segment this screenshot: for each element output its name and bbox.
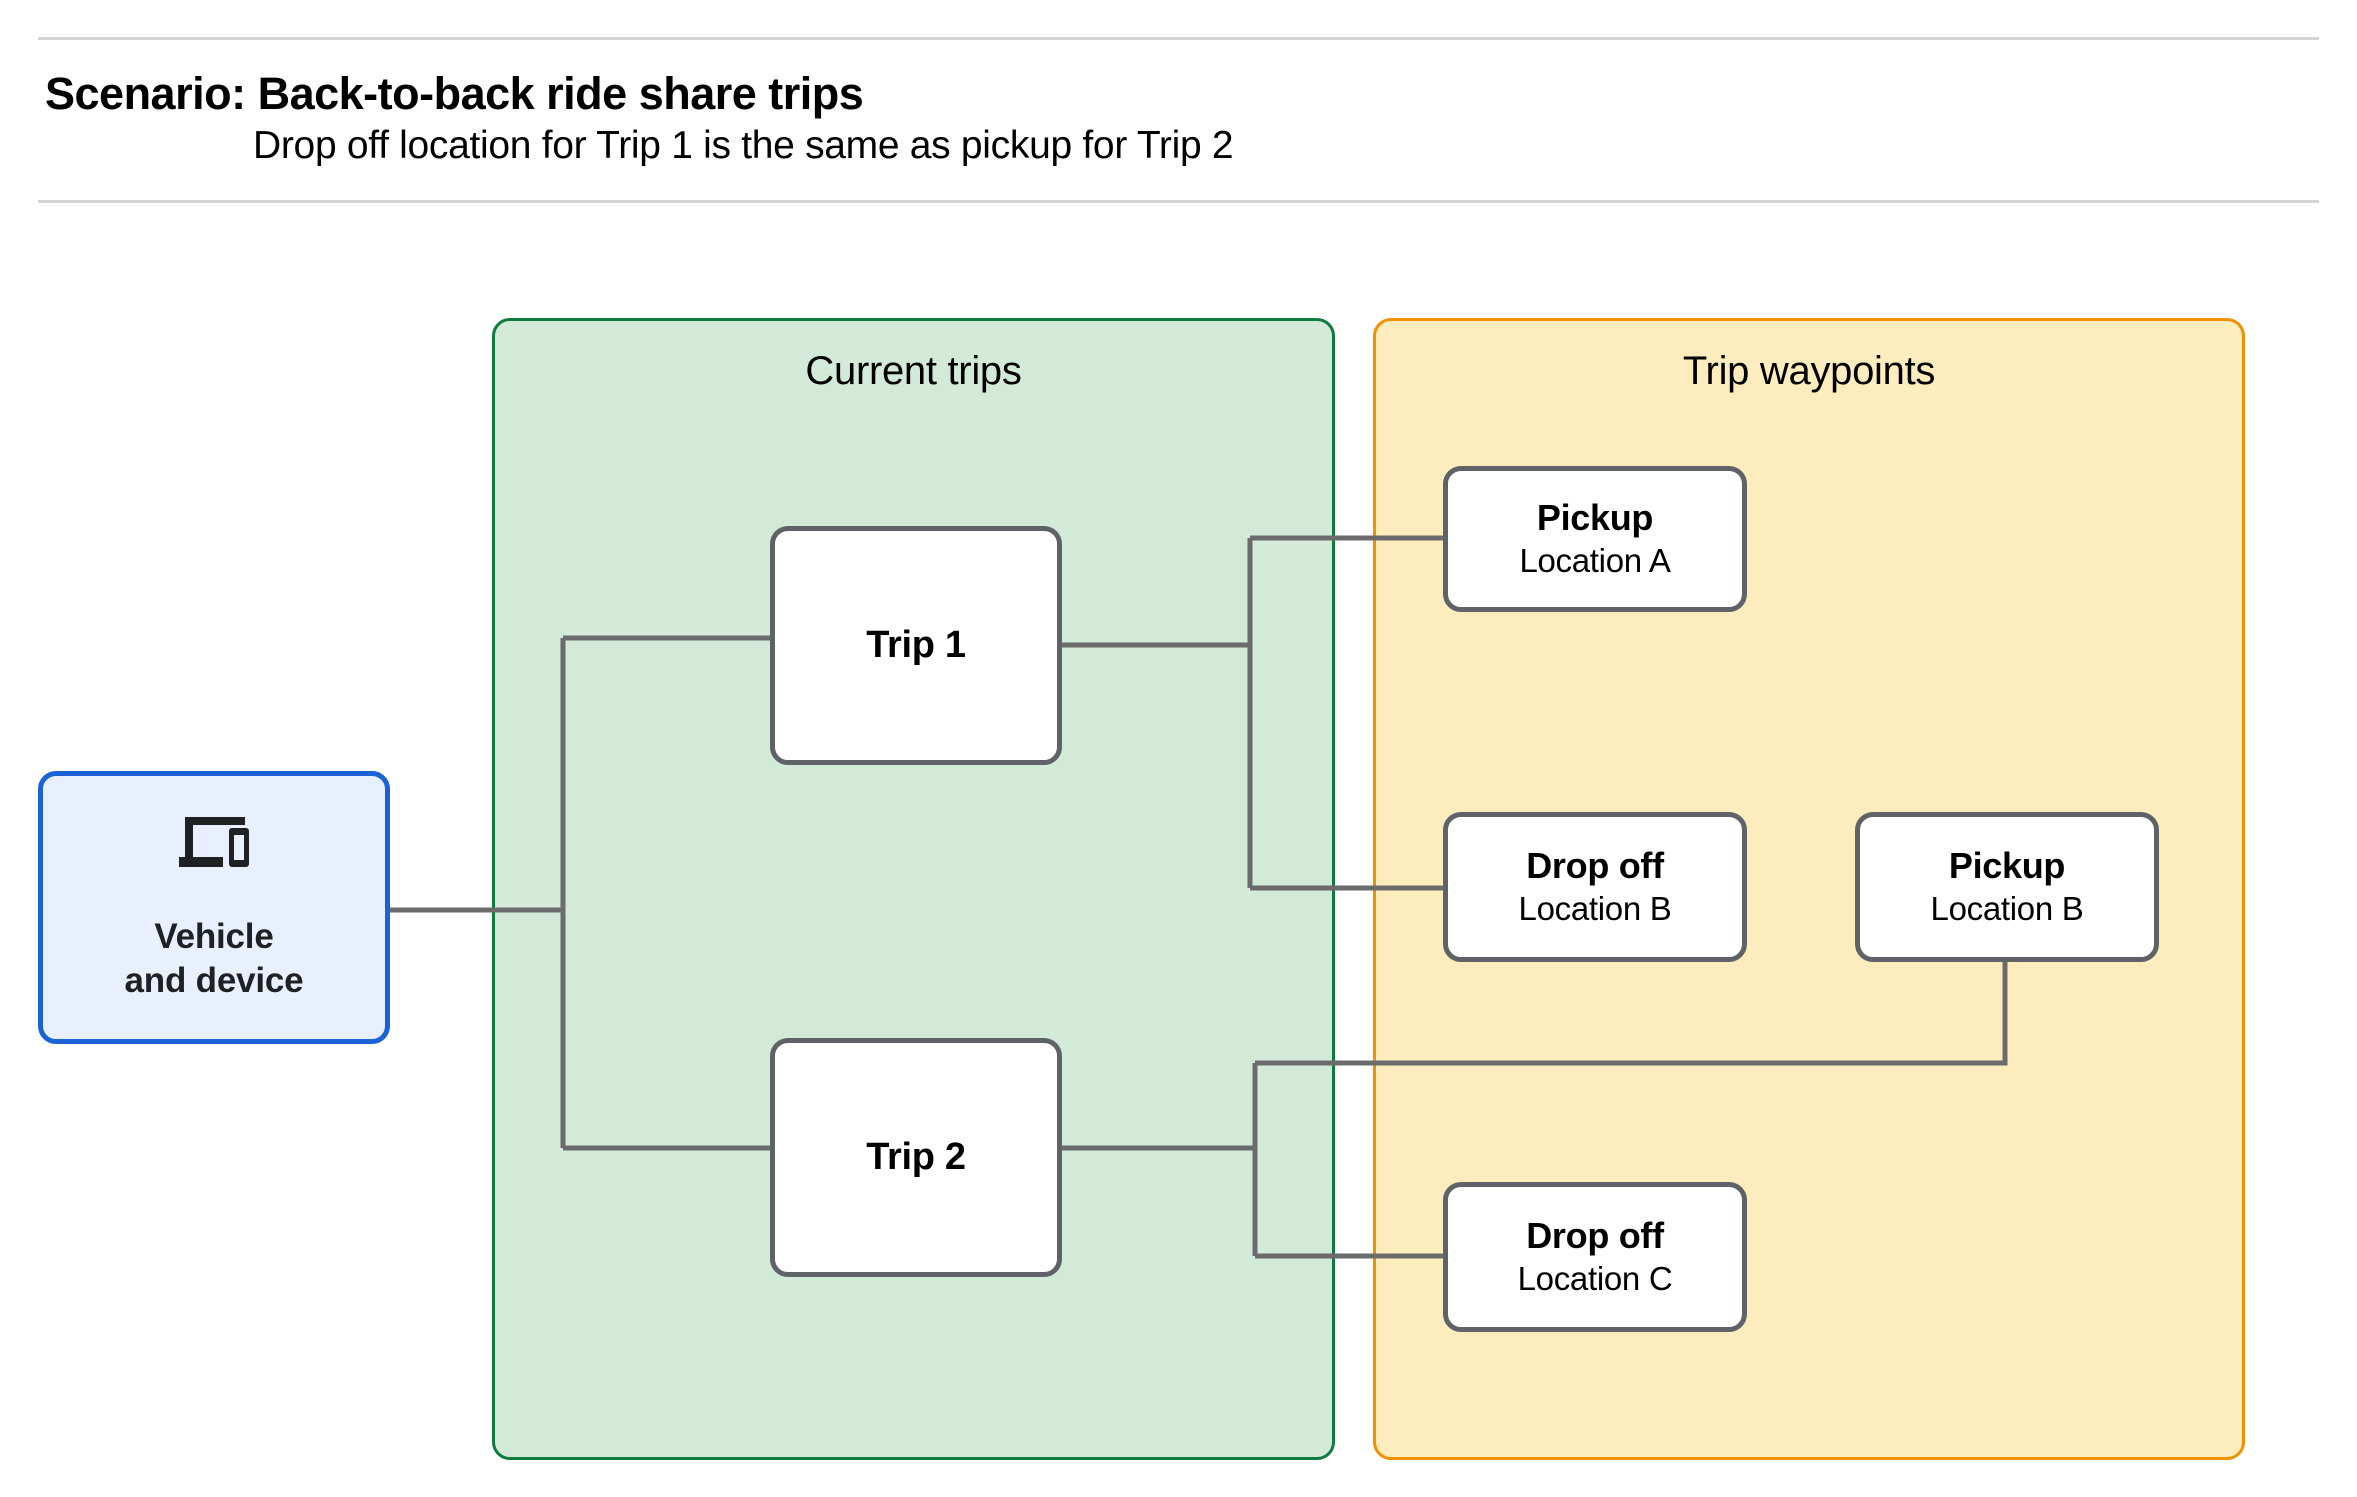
node-waypoint-dropoff-b-title: Drop off — [1526, 845, 1664, 887]
group-current-trips-title: Current trips — [805, 349, 1022, 393]
scenario-subtitle: Drop off location for Trip 1 is the same… — [253, 124, 1234, 167]
node-vehicle-and-device[interactable]: Vehicle and device — [38, 771, 390, 1044]
group-trip-waypoints-title: Trip waypoints — [1682, 349, 1936, 393]
node-waypoint-dropoff-b[interactable]: Drop off Location B — [1443, 812, 1747, 962]
node-waypoint-pickup-b-title: Pickup — [1948, 845, 2066, 887]
node-waypoint-dropoff-c[interactable]: Drop off Location C — [1443, 1182, 1747, 1332]
node-waypoint-pickup-b[interactable]: Pickup Location B — [1855, 812, 2159, 962]
node-waypoint-pickup-a[interactable]: Pickup Location A — [1443, 466, 1747, 612]
devices-icon — [179, 816, 249, 867]
node-waypoint-pickup-a-title: Pickup — [1536, 497, 1654, 539]
node-waypoint-dropoff-b-location: Location B — [1518, 889, 1672, 927]
node-vehicle-and-device-label: Vehicle and device — [124, 916, 304, 1000]
node-trip-2[interactable]: Trip 2 — [770, 1038, 1062, 1277]
group-current-trips: Current trips — [492, 318, 1335, 1460]
node-waypoint-pickup-b-location: Location B — [1930, 889, 2084, 927]
node-waypoint-dropoff-c-title: Drop off — [1526, 1215, 1664, 1257]
header-divider-top — [38, 37, 2319, 40]
node-trip-1[interactable]: Trip 1 — [770, 526, 1062, 765]
node-waypoint-dropoff-c-location: Location C — [1517, 1259, 1673, 1297]
node-waypoint-pickup-a-location: Location A — [1519, 541, 1671, 579]
scenario-title: Scenario: Back-to-back ride share trips — [45, 68, 864, 119]
node-trip-1-label: Trip 1 — [866, 624, 966, 666]
page-header: Scenario: Back-to-back ride share trips … — [0, 0, 2357, 205]
node-trip-2-label: Trip 2 — [866, 1136, 966, 1178]
header-divider-bottom — [38, 200, 2319, 203]
